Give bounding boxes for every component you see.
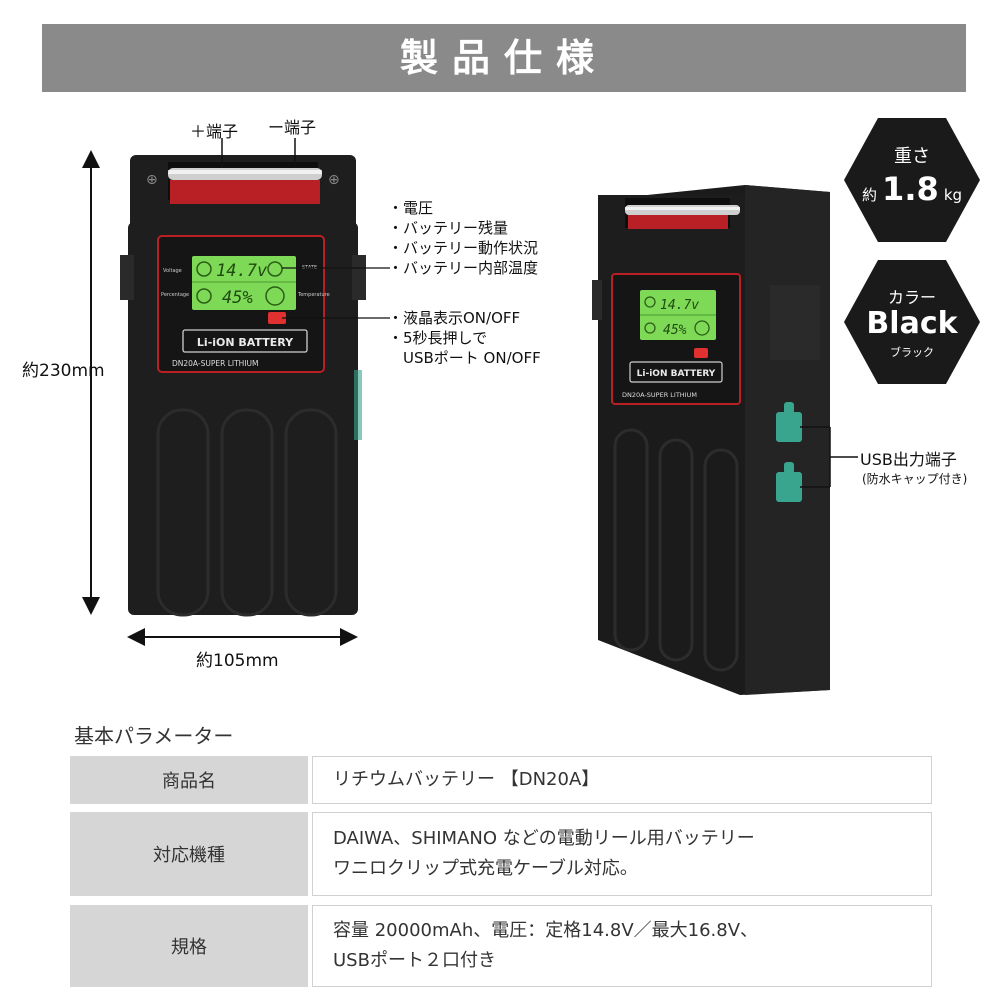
header-bar: 製品仕様 — [42, 24, 966, 92]
spec-row-specs: 規格 容量 20000mAh、電圧：定格14.8V／最大16.8V、 USBポー… — [70, 905, 932, 987]
feature-long-press: ・5秒長押しで — [388, 329, 488, 347]
spec-value-line: ワニロクリップ式充電ケーブル対応。 — [333, 858, 638, 879]
minus-terminal-label: ー端子 — [268, 118, 317, 137]
spec-value-line: 容量 20000mAh、電圧：定格14.8V／最大16.8V、 — [333, 920, 759, 941]
weight-value-row: 約 1.8 kg — [844, 170, 980, 210]
params-title: 基本パラメーター — [74, 724, 234, 748]
battery-front: ⊕ ⊕ 14.7v 45% Voltage Percentage STATE T… — [120, 155, 366, 617]
usb-output-label: USB出力端子 — [860, 450, 957, 469]
width-label: 約105mm — [196, 651, 279, 671]
screen-voltage-2: 14.7v — [660, 298, 699, 313]
spec-value-line: リチウムバッテリー 【DN20A】 — [333, 769, 600, 790]
label-temperature: Temperature — [297, 292, 330, 298]
spec-row-product-name: 商品名 リチウムバッテリー 【DN20A】 — [70, 756, 932, 804]
color-title: カラー — [887, 288, 936, 307]
feature-temperature: ・バッテリー内部温度 — [388, 259, 539, 277]
color-badge: カラー Black ブラック — [844, 260, 980, 384]
spec-value-line: USBポート２口付き — [333, 950, 496, 971]
weight-badge: 重さ 約 1.8 kg — [844, 118, 980, 242]
brand-text: Li-iON BATTERY — [197, 336, 294, 349]
height-label: 約230mm — [22, 361, 105, 381]
brand-text-2: Li-iON BATTERY — [637, 369, 716, 379]
label-percentage: Percentage — [161, 292, 189, 298]
spec-value: DAIWA、SHIMANO などの電動リール用バッテリー ワニロクリップ式充電ケ… — [312, 812, 932, 896]
label-voltage: Voltage — [163, 268, 182, 274]
weight-value: 1.8 — [882, 170, 939, 208]
weight-unit: kg — [943, 186, 963, 204]
feature-status: ・バッテリー動作状況 — [388, 239, 539, 257]
feature-voltage: ・電圧 — [388, 199, 434, 217]
svg-text:⊕: ⊕ — [328, 172, 340, 188]
spec-value: 容量 20000mAh、電圧：定格14.8V／最大16.8V、 USBポート２口… — [312, 905, 932, 987]
spec-key: 規格 — [70, 905, 308, 987]
screen-percent-2: 45% — [663, 323, 687, 338]
usb-waterproof-label: (防水キャップ付き) — [862, 472, 968, 486]
spec-value: リチウムバッテリー 【DN20A】 — [312, 756, 932, 804]
usb-port-cap-2 — [776, 462, 802, 502]
product-illustration: ⊕ ⊕ 14.7v 45% Voltage Percentage STATE T… — [82, 138, 858, 695]
feature-remaining: ・バッテリー残量 — [388, 219, 509, 237]
color-value: Black — [866, 306, 958, 341]
feature-usb-toggle: USBポート ON/OFF — [388, 349, 541, 367]
button-feature-list: ・液晶表示ON/OFF ・5秒長押しで USBポート ON/OFF — [388, 308, 541, 368]
spec-key: 対応機種 — [70, 812, 308, 896]
usb-port-cap-1 — [776, 402, 802, 442]
battery-angled: 14.7v 45% Li-iON BATTERY DN20A-SUPER LIT… — [592, 185, 830, 695]
spec-value-line: DAIWA、SHIMANO などの電動リール用バッテリー — [333, 828, 755, 849]
lcd-feature-list: ・電圧 ・バッテリー残量 ・バッテリー動作状況 ・バッテリー内部温度 — [388, 198, 538, 278]
color-sub: ブラック — [890, 346, 934, 359]
model-text: DN20A-SUPER LITHIUM — [172, 359, 259, 368]
screen-voltage: 14.7v — [216, 261, 268, 281]
plus-terminal-label: ＋端子 — [190, 122, 239, 141]
model-text-2: DN20A-SUPER LITHIUM — [622, 391, 697, 399]
weight-prefix: 約 — [861, 186, 877, 204]
spec-key: 商品名 — [70, 756, 308, 804]
svg-text:⊕: ⊕ — [146, 172, 158, 188]
weight-title: 重さ — [894, 146, 930, 167]
spec-row-compatible: 対応機種 DAIWA、SHIMANO などの電動リール用バッテリー ワニロクリッ… — [70, 812, 932, 896]
screen-percent: 45% — [222, 288, 253, 308]
page-title: 製品仕様 — [399, 36, 608, 80]
feature-lcd-toggle: ・液晶表示ON/OFF — [388, 309, 521, 327]
